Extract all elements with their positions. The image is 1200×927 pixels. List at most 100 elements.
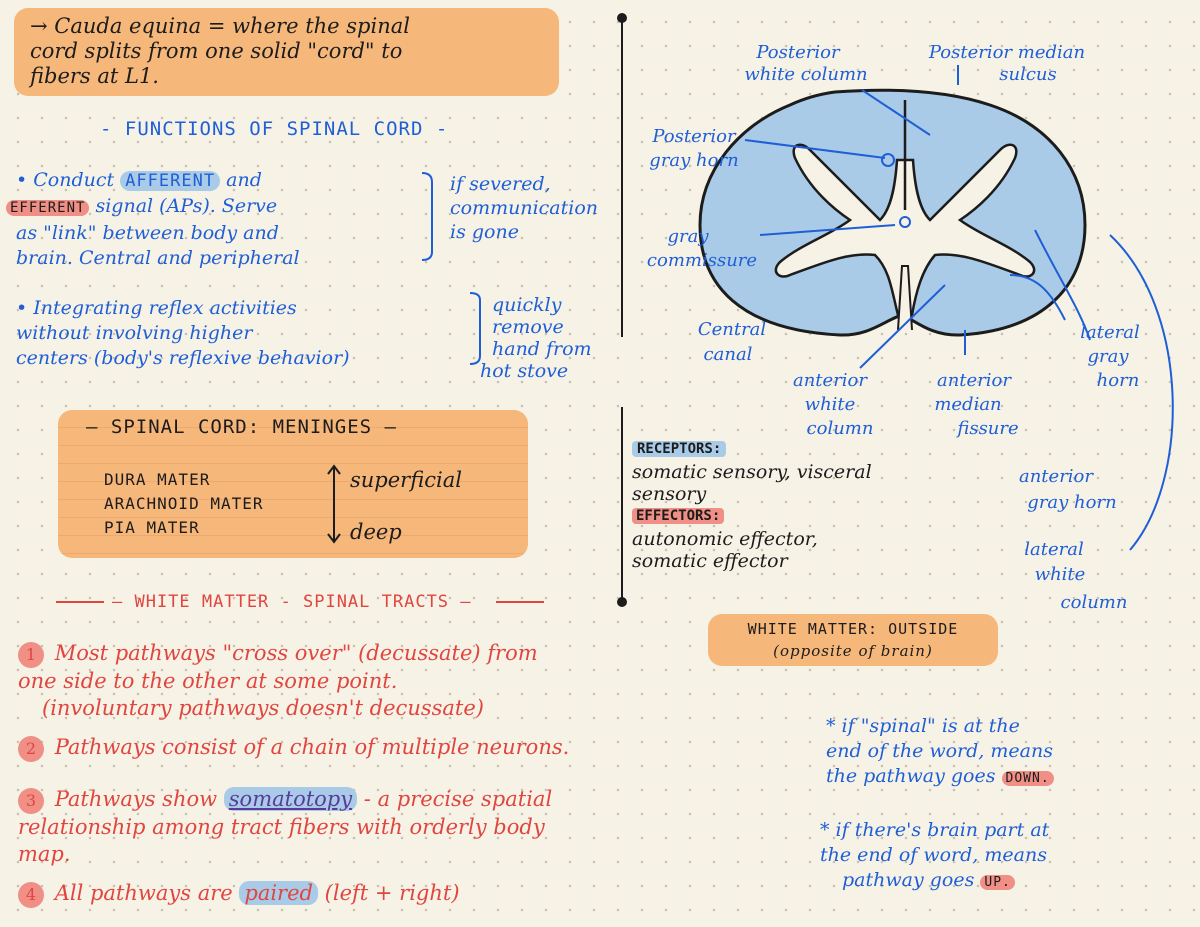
label-lateral-white-1: lateral xyxy=(1024,539,1084,560)
label-posterior-median-2: sulcus xyxy=(999,64,1057,85)
pointer-lines xyxy=(744,65,1174,551)
depth-arrow-icon xyxy=(327,464,341,544)
label-central-canal-2: canal xyxy=(704,344,753,365)
label-anterior-gray-1: anterior xyxy=(1019,466,1094,487)
divider-line xyxy=(617,13,627,607)
severed-line-3: is gone xyxy=(450,221,519,243)
label-lateral-white-3: column xyxy=(1061,592,1128,613)
title-rule xyxy=(56,601,544,603)
rule-1: 1 Most pathways "cross over" (decussate)… xyxy=(18,640,538,722)
reflex-line-3: centers (body's reflexive behavior) xyxy=(16,347,350,369)
pia-mater: PIA MATER xyxy=(104,518,200,537)
label-posterior-white-2: white column xyxy=(744,64,867,85)
cauda-equina-note: → Cauda equina = where the spinal cord s… xyxy=(14,8,559,96)
label-posterior-gray-1: Posterior xyxy=(651,126,737,147)
label-anterior-white-1: anterior xyxy=(793,370,868,391)
conduct-text: • Conduct xyxy=(16,169,115,191)
label-lateral-gray-3: horn xyxy=(1097,370,1140,391)
label-posterior-white-1: Posterior xyxy=(755,42,841,63)
paired-highlight: paired xyxy=(239,881,318,905)
rule-1-line-2: one side to the other at some point. xyxy=(18,669,398,693)
reflex-note-2: remove xyxy=(492,316,564,338)
function-item-reflex: • Integrating reflex activities without … xyxy=(16,296,476,371)
rule-4-pre: All pathways are xyxy=(54,881,233,905)
label-anterior-white-2: white xyxy=(805,394,856,415)
gray-horn-dot xyxy=(881,153,895,167)
dura-mater: DURA MATER xyxy=(104,470,211,489)
spinal-note-1: * if "spinal" is at the xyxy=(826,715,1020,737)
label-gray-comm-1: gray xyxy=(667,226,709,247)
rule-2: 2 Pathways consist of a chain of multipl… xyxy=(18,734,569,762)
cauda-line-3: fibers at L1. xyxy=(30,64,159,88)
white-outside-line-2: (opposite of brain) xyxy=(773,642,933,660)
cauda-line-2: cord splits from one solid "cord" to xyxy=(30,39,403,63)
rule-number: 2 xyxy=(18,736,44,762)
bracket-icon xyxy=(421,172,433,261)
rule-1-line-1: Most pathways "cross over" (decussate) f… xyxy=(54,641,538,665)
label-lateral-gray-1: lateral xyxy=(1080,322,1140,343)
white-outside-line-1: WHITE MATTER: OUTSIDE xyxy=(747,620,959,638)
down-highlight: DOWN. xyxy=(1001,771,1054,786)
signal-text: signal (APs). Serve xyxy=(95,195,278,217)
label-anterior-median-3: fissure xyxy=(955,418,1018,439)
central-canal xyxy=(899,216,911,228)
reflex-note: quickly remove hand from hot stove xyxy=(480,294,592,382)
effectors-line-2: somatic effector xyxy=(632,550,788,572)
function-item-conduct: • Conduct AFFERENT and EFFERENT signal (… xyxy=(6,168,426,271)
rule-4-post: (left + right) xyxy=(324,881,460,905)
label-central-canal-1: Central xyxy=(698,319,767,340)
spinal-note-3: the pathway goes xyxy=(826,765,996,787)
label-lateral-gray-2: gray xyxy=(1087,346,1129,367)
label-posterior-median-1: Posterior median xyxy=(928,42,1085,63)
receptors-line-1: somatic sensory, visceral xyxy=(632,461,872,483)
spinal-cord-diagram: Posterior white column Posterior median … xyxy=(647,42,1174,613)
deep-label: deep xyxy=(350,520,402,544)
spinal-note: * if "spinal" is at the end of the word,… xyxy=(826,714,1054,791)
rule-3-line-2: relationship among tract fibers with ord… xyxy=(18,815,545,839)
effectors-line-1: autonomic effector, xyxy=(632,528,818,550)
gray-matter-shape xyxy=(774,143,1036,317)
superficial-label: superficial xyxy=(350,468,462,492)
rule-3-line-3: map. xyxy=(18,842,71,866)
label-anterior-median-2: median xyxy=(934,394,1001,415)
brain-note-2: the end of word, means xyxy=(820,844,1047,866)
reflex-note-3: hand from xyxy=(492,338,592,360)
reflex-line-1: • Integrating reflex activities xyxy=(16,297,297,319)
effectors-tag: EFFECTORS: xyxy=(632,508,725,524)
arachnoid-mater: ARACHNOID MATER xyxy=(104,494,264,513)
rule-4: 4 All pathways are paired (left + right) xyxy=(18,880,460,908)
label-anterior-gray-2: gray horn xyxy=(1027,492,1116,513)
spinal-note-2: end of the word, means xyxy=(826,740,1053,762)
severed-line-2: communication xyxy=(450,197,599,219)
bracket-icon xyxy=(469,292,481,365)
reflex-note-4: hot stove xyxy=(480,360,569,382)
label-anterior-median-1: anterior xyxy=(937,370,1012,391)
rule-3: 3 Pathways show somatotopy - a precise s… xyxy=(18,786,552,868)
reflex-line-2: without involving higher xyxy=(16,322,253,344)
white-matter-title: — WHITE MATTER - SPINAL TRACTS — xyxy=(112,592,472,612)
rule-1-line-3: (involuntary pathways doesn't decussate) xyxy=(42,696,484,720)
label-lateral-white-2: white xyxy=(1035,564,1086,585)
severed-line-1: if severed, xyxy=(450,173,551,195)
label-anterior-white-3: column xyxy=(807,418,874,439)
receptors-tag: RECEPTORS: xyxy=(632,441,727,457)
cauda-line-1: → Cauda equina = where the spinal xyxy=(30,14,410,38)
and-text: and xyxy=(226,169,262,191)
rule-number: 4 xyxy=(18,882,44,908)
rule-number: 1 xyxy=(18,642,44,668)
brain-note: * if there's brain part at the end of wo… xyxy=(820,818,1049,895)
severed-note: if severed, communication is gone xyxy=(450,172,598,244)
afferent-highlight: AFFERENT xyxy=(120,171,221,191)
somatotopy-highlight: somatotopy xyxy=(223,787,358,811)
conduct-line-3: as "link" between body and xyxy=(16,222,279,244)
brain-note-1: * if there's brain part at xyxy=(820,819,1050,841)
label-gray-comm-2: commissure xyxy=(647,250,757,271)
anterior-median-fissure xyxy=(897,265,913,331)
white-matter-outside-box: WHITE MATTER: OUTSIDE (opposite of brain… xyxy=(708,614,998,666)
receptors-block: RECEPTORS: somatic sensory, visceral sen… xyxy=(632,438,972,572)
rule-2-line-1: Pathways consist of a chain of multiple … xyxy=(54,735,570,759)
functions-title: - FUNCTIONS OF SPINAL CORD - xyxy=(100,118,449,140)
meninges-title: — SPINAL CORD: MENINGES — xyxy=(86,416,397,438)
conduct-line-4: brain. Central and peripheral xyxy=(16,247,300,269)
up-highlight: UP. xyxy=(980,875,1015,890)
